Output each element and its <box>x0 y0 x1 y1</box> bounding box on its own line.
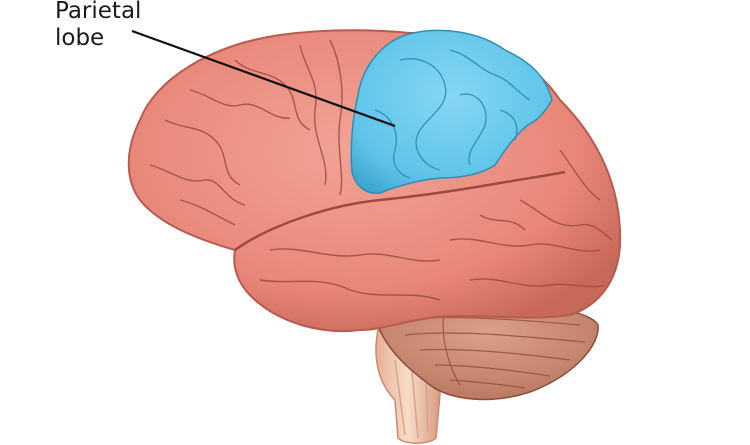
label-line-2: lobe <box>55 25 105 51</box>
parietal-lobe-label: Parietal lobe <box>55 0 141 52</box>
label-line-1: Parietal <box>55 0 142 24</box>
parietal-lobe <box>350 29 553 194</box>
leader-line <box>131 29 396 128</box>
